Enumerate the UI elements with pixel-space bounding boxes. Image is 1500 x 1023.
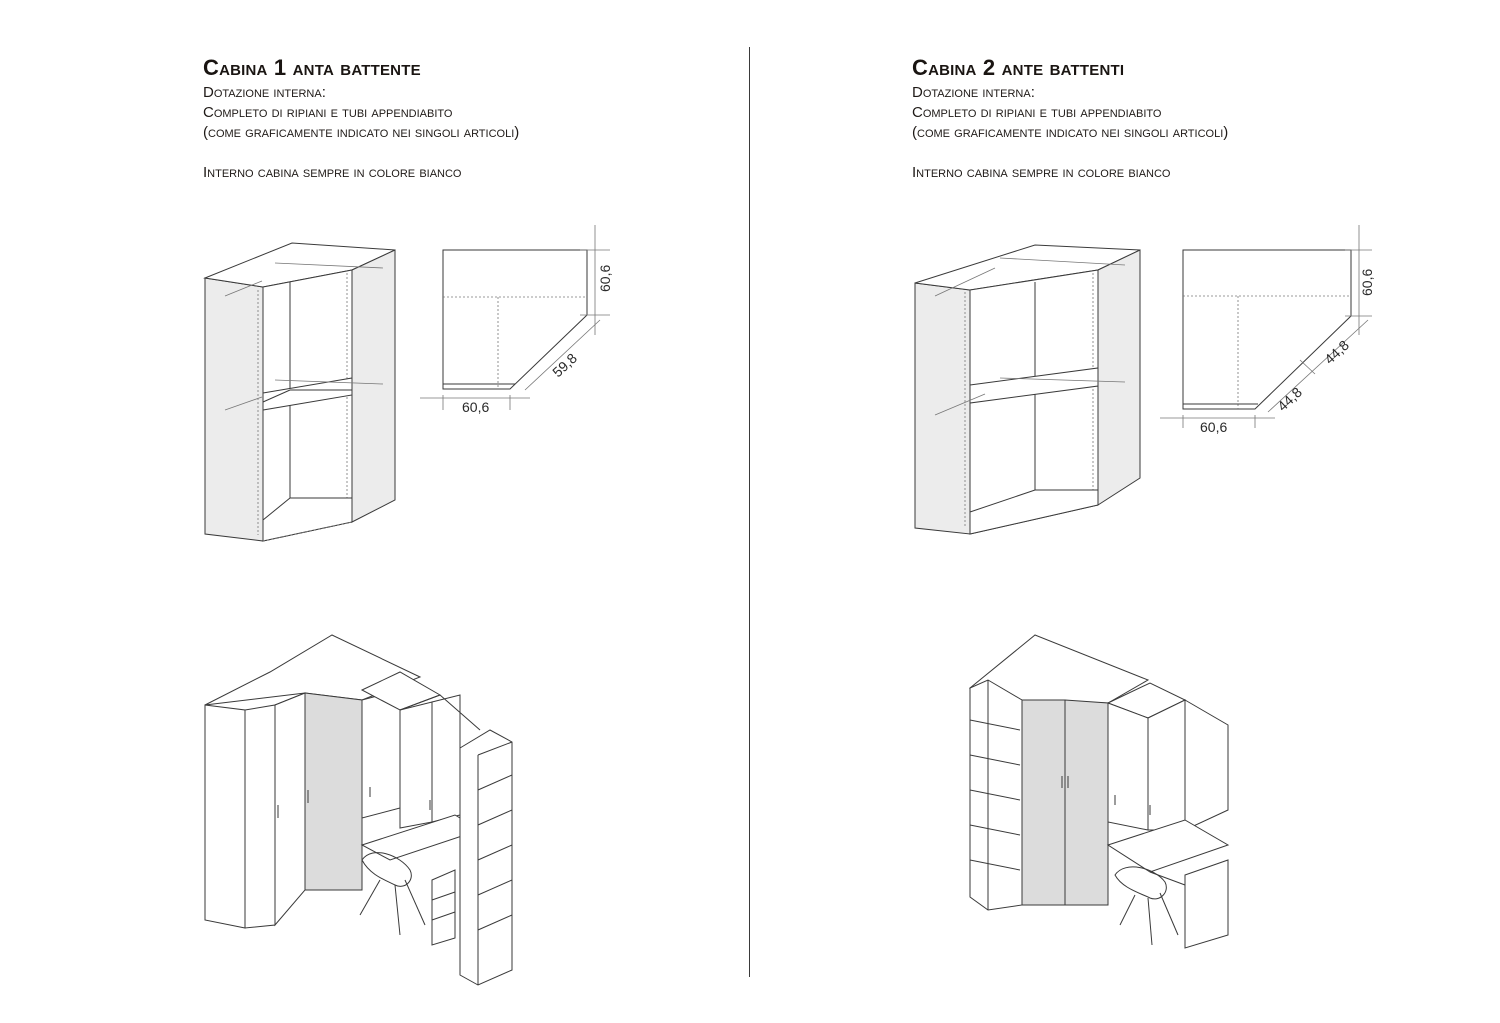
right-plan-view: 60,6 44,8 44,8 60,6 [1160,225,1375,435]
left-line-4: Interno cabina sempre in colore bianco [203,164,462,181]
left-dim-diagonal: 59,8 [549,350,580,380]
left-cabinet-isometric [203,242,396,542]
right-line-3: (come graficamente indicato nei singoli … [912,124,1229,141]
right-cabinet-isometric [914,244,1141,535]
right-line-1: Dotazione interna: [912,84,1035,101]
left-line-3: (come graficamente indicato nei singoli … [203,124,520,141]
left-plan-view: 60,6 59,8 60,6 [420,225,613,415]
left-dim-bottom: 60,6 [462,399,489,415]
right-dim-right: 60,6 [1359,269,1375,296]
left-line-2: Completo di ripiani e tubi appendiabito [203,104,453,121]
right-dim-bottom: 60,6 [1200,419,1227,435]
right-dim-diagonal-lower: 44,8 [1274,384,1305,414]
left-column: Cabina 1 anta battente Dotazione interna… [203,55,519,183]
right-line-4: Interno cabina sempre in colore bianco [912,164,1171,181]
left-dim-right: 60,6 [597,265,613,292]
right-line-2: Completo di ripiani e tubi appendiabito [912,104,1162,121]
right-composition [968,634,1230,949]
center-divider [749,47,750,977]
left-composition [204,634,513,986]
right-title: Cabina 2 ante battenti [912,55,1125,80]
left-title: Cabina 1 anta battente [203,55,421,80]
left-line-1: Dotazione interna: [203,84,326,101]
right-dim-diagonal-upper: 44,8 [1321,337,1352,367]
right-column: Cabina 2 ante battenti Dotazione interna… [912,55,1228,183]
